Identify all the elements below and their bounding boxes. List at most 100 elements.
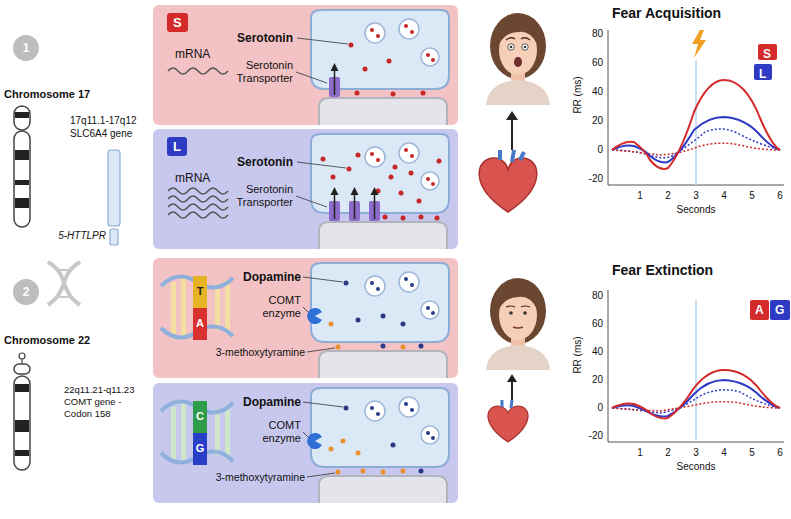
- chromosome-22: [14, 353, 30, 470]
- synapse-illustration: [331, 187, 379, 195]
- chromosome-17: [14, 131, 30, 227]
- synapse-illustration: [356, 451, 361, 456]
- heart-strong: [500, 150, 524, 162]
- synapse-illustration: [399, 191, 404, 196]
- synapse-illustration: [296, 196, 327, 207]
- gene-region: [108, 150, 120, 226]
- allele-letter: S: [167, 13, 188, 32]
- axis-tick: -20: [580, 173, 603, 185]
- chromosome-17: [15, 112, 29, 118]
- synapse-illustration: [356, 153, 361, 158]
- synapse-illustration: [376, 287, 380, 291]
- axis-tick: 40: [580, 86, 603, 98]
- synapse-illustration: [303, 402, 343, 407]
- chromosome-22: [15, 384, 29, 392]
- locus-label: 17q11.1-17q12 SLC6A4 gene: [70, 114, 150, 140]
- synapse-illustration: [389, 175, 394, 180]
- chromosome-17: [15, 150, 29, 160]
- synapse-illustration: [168, 68, 228, 74]
- axis-title: RR (ms): [572, 325, 584, 385]
- synapse-illustration: [225, 405, 230, 459]
- axis-tick: 0: [580, 144, 603, 156]
- chart-acquisition: [695, 60, 697, 185]
- synapse-illustration: [419, 344, 424, 349]
- synapse-illustration: [381, 344, 386, 349]
- axis-tick: 4: [718, 447, 730, 459]
- axis-tick: 1: [634, 190, 646, 202]
- synapse-illustration: [334, 193, 336, 219]
- axis-tick: 0: [580, 402, 603, 414]
- axis-tick: 2: [662, 190, 674, 202]
- metabolite-label: 3-methoxytyramine: [209, 346, 305, 359]
- synapse-illustration: [356, 318, 361, 323]
- transporter-label: Serotonin Transporter: [223, 59, 293, 85]
- axis-tick: 3: [690, 447, 702, 459]
- chromosome-22: [15, 420, 29, 432]
- synapse-illustration: [319, 476, 447, 503]
- synapse-illustration: [435, 216, 440, 221]
- synapse-illustration: [321, 157, 326, 162]
- axis-tick: 4: [718, 190, 730, 202]
- synapse-illustration: [171, 282, 176, 334]
- synapse-illustration: [381, 314, 386, 319]
- neurotransmitter-label: Dopamine: [213, 270, 301, 284]
- heart-mild: [488, 374, 528, 442]
- axis-tick: 5: [746, 190, 758, 202]
- synapse-illustration: [341, 439, 346, 444]
- synapse-illustration: [404, 402, 408, 406]
- synapse-illustration: [355, 91, 360, 96]
- chart-extinction: [695, 300, 697, 442]
- synapse-illustration: [410, 283, 414, 287]
- face-calm: [486, 345, 550, 370]
- synapse-illustration: [399, 272, 419, 292]
- synapse-illustration: [410, 154, 414, 158]
- synapse-illustration: [365, 23, 385, 43]
- chart-acquisition: [612, 117, 780, 162]
- legend-label: S: [758, 46, 776, 62]
- synapse-illustration: [334, 69, 336, 95]
- synapse-illustration: [303, 432, 308, 437]
- allele-letter: L: [167, 137, 187, 156]
- synapse-illustration: [193, 308, 207, 340]
- callout-number: 1: [13, 41, 39, 55]
- face-fear: [499, 25, 537, 75]
- synapse-illustration: [307, 473, 335, 477]
- enzyme-label: COMT enzyme: [241, 294, 301, 320]
- face-fear: [514, 57, 522, 67]
- synapse-illustration: [391, 92, 396, 97]
- synapse-illustration: [431, 311, 435, 315]
- axis-title: RR (ms): [572, 65, 584, 125]
- chromosome-22: [15, 450, 29, 456]
- heart-mild: [488, 406, 528, 442]
- chart-acquisition: [608, 30, 784, 185]
- axis-tick: 3: [690, 190, 702, 202]
- synapse-illustration: [383, 215, 388, 220]
- synapse-illustration: [410, 30, 414, 34]
- synapse-illustration: [215, 284, 220, 330]
- face-calm: [523, 311, 527, 315]
- synapse-illustration: [371, 187, 379, 195]
- chromosome-22: [14, 364, 30, 374]
- neurotransmitter-label: Serotonin: [193, 31, 293, 45]
- legend-swatch: A: [750, 300, 769, 320]
- chart-extinction: [612, 370, 780, 418]
- synapse-illustration: [329, 447, 334, 452]
- axis-tick: 60: [580, 57, 603, 69]
- synapse-illustration: [193, 433, 207, 465]
- synapse-illustration: [171, 407, 176, 459]
- synapse-illustration: [311, 263, 449, 342]
- callout-circle: [13, 35, 39, 305]
- synapse-illustration: [181, 403, 186, 463]
- heart-mild: [511, 380, 513, 400]
- face-calm: [506, 306, 530, 307]
- face-fear: [486, 80, 550, 105]
- heart-mild: [502, 400, 512, 408]
- synapse-illustration: [336, 470, 341, 475]
- synapse-illustration: [329, 322, 406, 350]
- axis-tick: 1: [634, 447, 646, 459]
- synapse-illustration: [331, 187, 339, 195]
- synapse-illustration: [376, 158, 380, 162]
- synapse-illustration: [331, 175, 336, 180]
- metabolite-label: 3-methoxytyramine: [209, 471, 305, 484]
- synapse-illustration: [153, 5, 458, 125]
